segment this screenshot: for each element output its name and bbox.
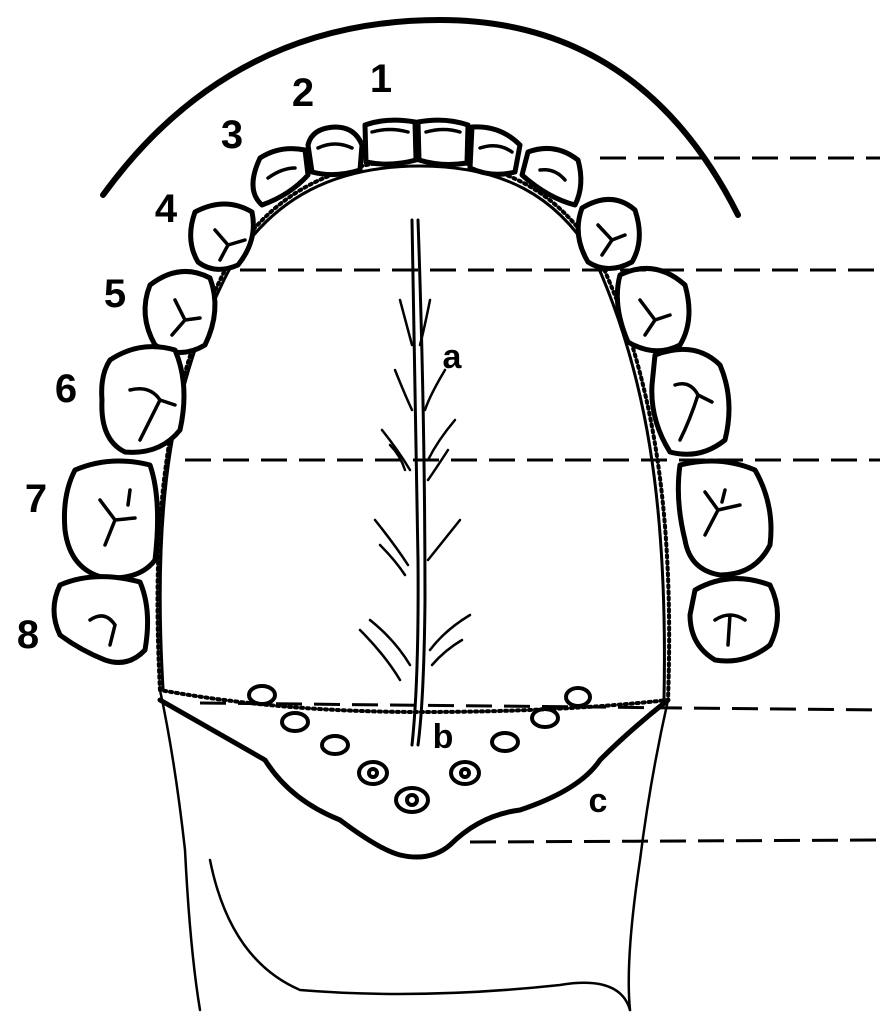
tooth-row-front: [365, 120, 520, 174]
tooth-label-3: 3: [221, 113, 243, 157]
tooth-row-right: [54, 127, 362, 662]
tooth-label-1: 1: [370, 57, 392, 101]
region-label-c: c: [589, 782, 608, 820]
reference-lines: [185, 158, 880, 842]
lip-arc: [103, 20, 738, 215]
tooth-row-left: [522, 148, 778, 661]
tooth-label-7: 7: [25, 477, 47, 521]
region-label-b: b: [433, 718, 454, 756]
tooth-label-2: 2: [292, 71, 314, 115]
tooth-label-6: 6: [55, 367, 77, 411]
median-raphe: [412, 220, 418, 745]
region-label-a: a: [443, 338, 463, 376]
tooth-label-4: 4: [155, 187, 178, 231]
tooth-label-8: 8: [17, 613, 39, 657]
tooth-label-5: 5: [104, 272, 126, 316]
